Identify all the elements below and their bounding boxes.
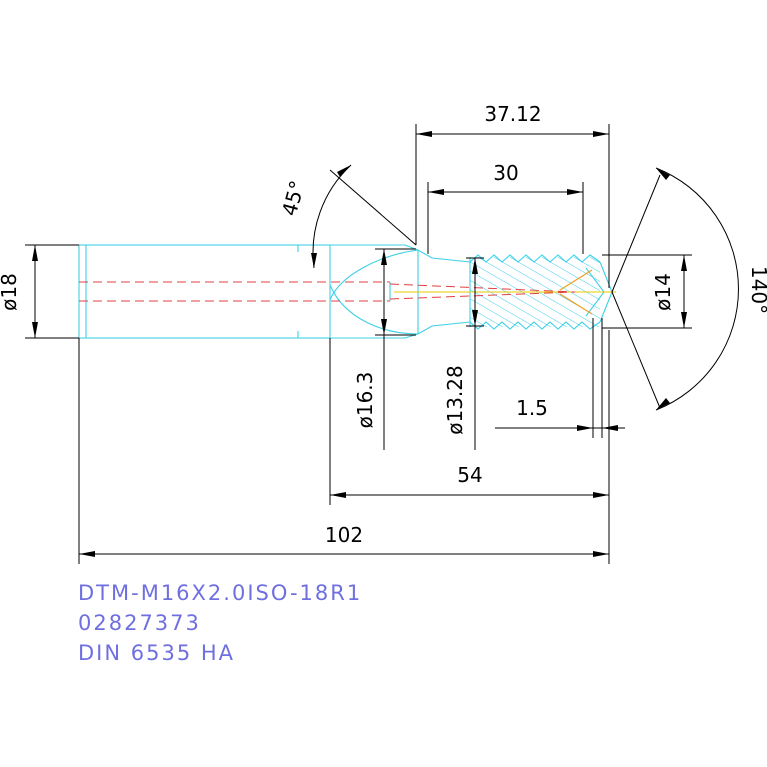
dim-dia-16-3: ø16.3 xyxy=(353,248,416,450)
dim-30-label: 30 xyxy=(493,161,518,185)
dim-dia-13-28: ø13.28 xyxy=(443,257,484,450)
dim-dia-14: ø14 xyxy=(602,254,692,329)
shank xyxy=(78,244,331,339)
coolant-channel xyxy=(79,281,576,302)
dim-102: 102 xyxy=(78,338,610,564)
dim-140-deg: 140° xyxy=(611,167,767,411)
dim-dia-18-label: ø18 xyxy=(0,273,21,311)
tool-outline xyxy=(78,244,616,339)
dim-45-deg: 45° xyxy=(277,164,417,269)
dim-45-label: 45° xyxy=(277,178,309,218)
dim-37-12: 37.12 xyxy=(415,102,610,288)
article-number: 02827373 xyxy=(78,611,201,635)
dim-54-label: 54 xyxy=(457,463,482,487)
part-code: DTM-M16X2.0ISO-18R1 xyxy=(78,581,363,605)
dim-1-5-label: 1.5 xyxy=(516,396,548,420)
dim-dia-13-28-label: ø13.28 xyxy=(443,365,467,435)
dim-54: 54 xyxy=(329,330,610,505)
dim-dia-18: ø18 xyxy=(0,244,79,339)
dim-dia-14-label: ø14 xyxy=(651,273,675,311)
dim-1-5: 1.5 xyxy=(495,318,625,438)
dim-dia-16-3-label: ø16.3 xyxy=(353,372,377,429)
dim-140-label: 140° xyxy=(747,266,767,314)
standard: DIN 6535 HA xyxy=(78,641,236,665)
title-block: DTM-M16X2.0ISO-18R1 02827373 DIN 6535 HA xyxy=(78,578,362,668)
drill-tip-edge xyxy=(559,269,593,315)
dim-102-label: 102 xyxy=(325,523,363,547)
dim-37-12-label: 37.12 xyxy=(484,102,541,126)
dim-30: 30 xyxy=(427,161,584,254)
